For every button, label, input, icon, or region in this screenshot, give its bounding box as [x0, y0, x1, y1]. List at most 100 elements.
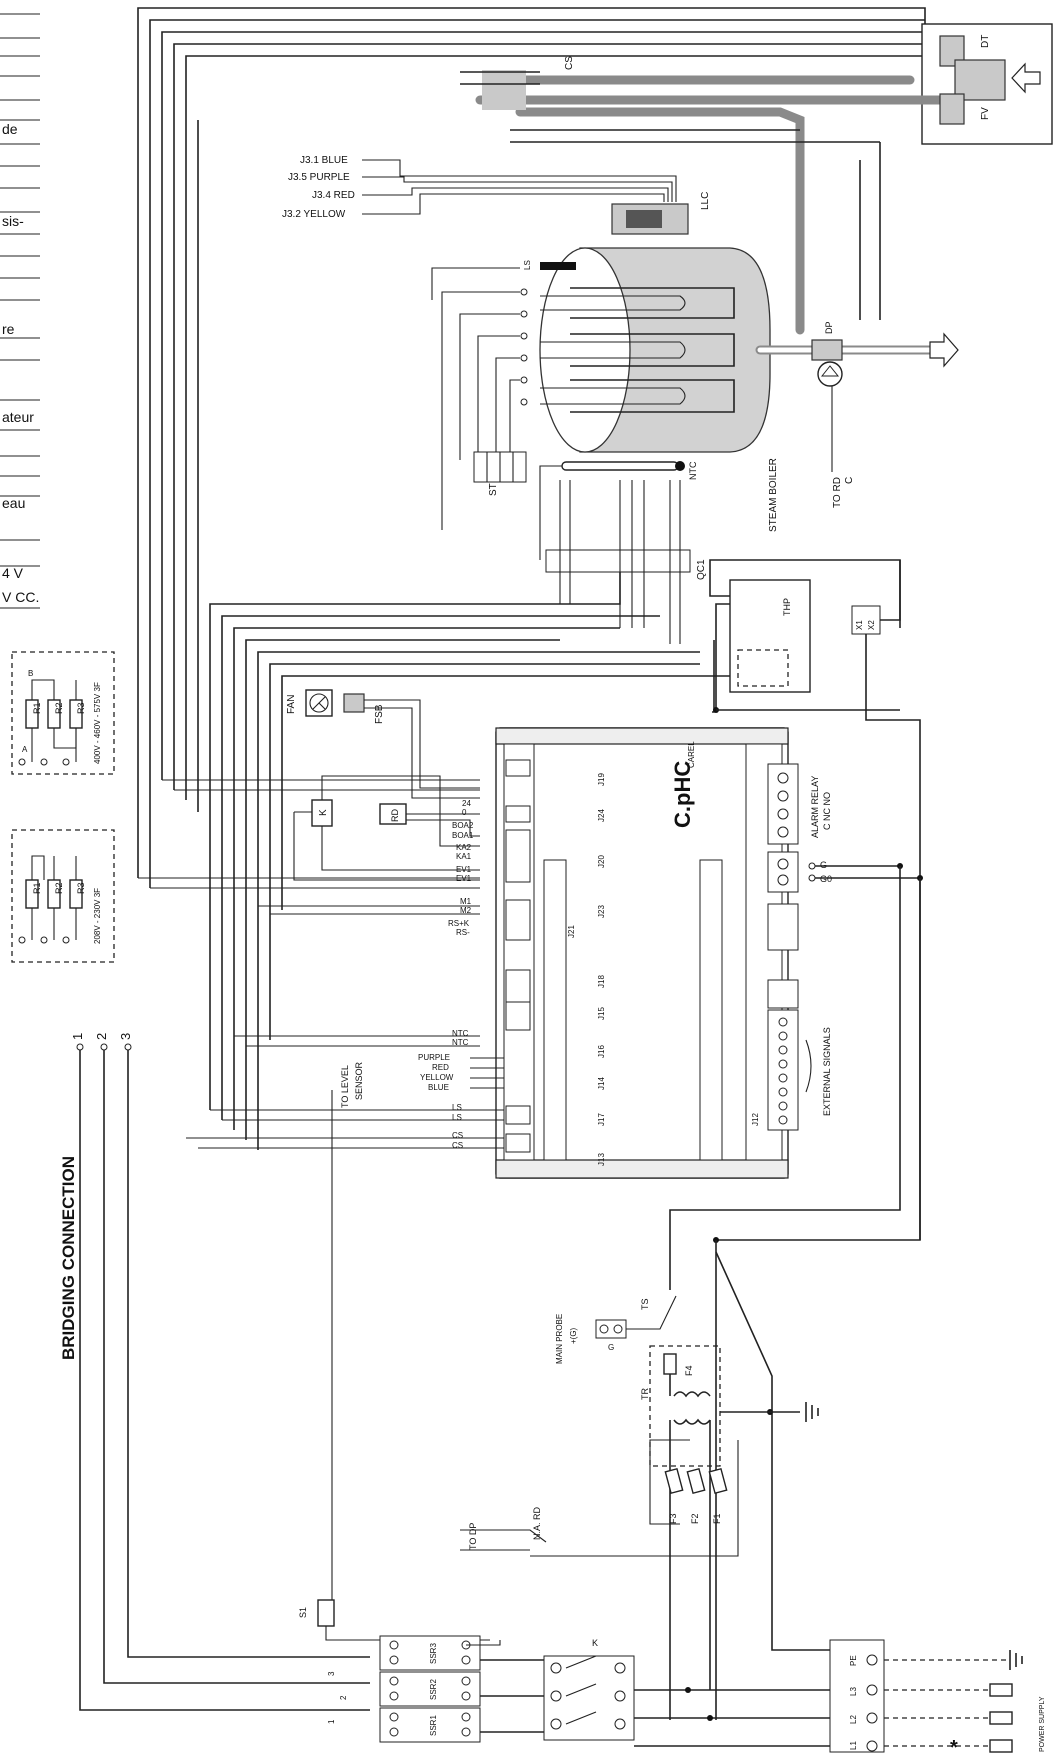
- term-ka2: KA2: [456, 843, 472, 852]
- fuse-f1: F1: [712, 1513, 722, 1524]
- drain-arrow-icon: [929, 332, 959, 368]
- bridge-pin-1: 1: [70, 1033, 85, 1040]
- ps-l3: L3: [849, 1687, 858, 1696]
- fuse-f2: F2: [690, 1513, 700, 1524]
- wire-blue-label: J3.1 BLUE: [300, 155, 348, 166]
- s1-label: S1: [298, 1607, 308, 1618]
- na-rd-label: N.A. RD: [532, 1506, 542, 1540]
- legend-fragment-5: eau: [2, 495, 25, 511]
- term-ls-a: LS: [452, 1103, 462, 1112]
- conn-j20: J20: [597, 855, 606, 868]
- term-boa1: BOA1: [452, 831, 474, 840]
- asterisk-mark: *: [950, 1737, 958, 1757]
- bridge-a-term-a: A: [22, 745, 28, 754]
- fan-block: FAN FSB: [286, 689, 480, 799]
- qc1-connector: QC1: [545, 480, 707, 644]
- resistor-r3-a: R3: [76, 702, 86, 714]
- g0-label: G0: [820, 874, 832, 884]
- term-ka1: KA1: [456, 852, 472, 861]
- term-purple: PURPLE: [418, 1053, 450, 1062]
- resistor-r1-a: R1: [32, 702, 42, 714]
- resistor-r3-b: R3: [76, 882, 86, 894]
- x2-label-b: X2: [867, 620, 876, 630]
- term-m1: M1: [460, 897, 472, 906]
- llc-block: J3.1 BLUE J3.5 PURPLE J3.4 RED J3.2 YELL…: [282, 155, 711, 235]
- term-0: 0: [462, 808, 467, 817]
- fan-label: FAN: [286, 695, 297, 714]
- external-signals-label: EXTERNAL SIGNALS: [822, 1027, 832, 1116]
- cs-label: CS: [564, 56, 575, 70]
- controller-name: C.pHC: [670, 761, 695, 828]
- to-dp-label: TO DP: [468, 1523, 478, 1550]
- valve-assembly: DT FV: [475, 23, 1053, 335]
- term-ev1-a: EV1: [456, 865, 472, 874]
- power-supply-terminals: PE L3 L2 L1 POWER SUPPLY *: [829, 1639, 1046, 1757]
- term-cs-a: CS: [452, 1131, 463, 1140]
- ssr-relays: SSR3 SSR2 SSR1 3 2 1: [327, 1635, 544, 1743]
- conn-j14: J14: [597, 1077, 606, 1090]
- st-terminal-block: ST NTC: [431, 267, 698, 560]
- term-m2: M2: [460, 906, 472, 915]
- legend-fragment-6: 4 V: [2, 565, 24, 581]
- bridging-box-208v: R1 R2 R3 208V - 230V 3F: [11, 829, 115, 963]
- resistor-r2-a: R2: [54, 702, 64, 714]
- wire-yellow-label: J3.2 YELLOW: [282, 209, 346, 220]
- ps-l1: L1: [849, 1741, 858, 1750]
- rd-relay-label: RD: [390, 809, 400, 822]
- fv-label: FV: [980, 107, 991, 120]
- legend-fragment-3: re: [2, 321, 15, 337]
- term-ntc-b: NTC: [452, 1038, 469, 1047]
- ground-icon: [805, 1402, 819, 1422]
- x1-label: X1: [855, 620, 864, 630]
- tr-label: TR: [640, 1388, 650, 1400]
- main-probe-label: MAIN PROBE: [555, 1314, 564, 1364]
- dt-label: DT: [980, 35, 991, 48]
- bridging-pins: 1 2 3: [70, 1033, 370, 1711]
- bridge-pin-3: 3: [118, 1033, 133, 1040]
- external-signal-terminals: [778, 1017, 788, 1125]
- power-section: MAIN PROBE +(G) G TS F4 TR F3 F2 F1 N.A.…: [298, 866, 921, 1720]
- contactor-k: K: [543, 1638, 830, 1747]
- to-level-sensor-2: SENSOR: [354, 1061, 364, 1100]
- qc1-label: QC1: [696, 559, 707, 580]
- drain-pump: DP TO RD C: [755, 321, 959, 508]
- conn-j13: J13: [597, 1153, 606, 1166]
- ps-l2: L2: [849, 1715, 858, 1724]
- term-24: 24: [462, 799, 471, 808]
- ssr-pin-1: 1: [327, 1719, 336, 1724]
- conn-j12: J12: [751, 1113, 760, 1126]
- controller-left-terminals: 24 0 BOA2 BOA1 KA2 KA1 EV1 EV1 M1 M2 RS+…: [138, 779, 504, 1600]
- term-blue: BLUE: [428, 1083, 449, 1092]
- thp-block: THP X1 X2: [709, 559, 921, 1241]
- conn-j19: J19: [597, 773, 606, 786]
- ntc-label: NTC: [688, 461, 698, 480]
- to-rd-c-label: C: [844, 477, 855, 484]
- conn-j18: J18: [597, 975, 606, 988]
- bridge-b-label: 208V - 230V 3F: [93, 888, 102, 944]
- ps-pe: PE: [849, 1655, 858, 1666]
- ssr-pin-3: 3: [327, 1671, 336, 1676]
- controller-cphc: CAREL C.pHC J19 J24 J20 J23 J21 J18 J15 …: [495, 727, 923, 1179]
- steam-boiler: LS STEAM BOILER: [520, 247, 779, 532]
- ssr2-label: SSR2: [429, 1679, 438, 1700]
- fuse-f3: F3: [668, 1513, 678, 1524]
- bridging-title: BRIDGING CONNECTION: [59, 1156, 78, 1360]
- bridge-a-label: 400V - 460V - 575V 3F: [93, 682, 102, 764]
- fsb-label: FSB: [374, 704, 385, 724]
- llc-label: LLC: [700, 192, 711, 210]
- cs-sensor: CS: [460, 56, 881, 320]
- contactor-k-label: K: [592, 1638, 598, 1648]
- bridge-a-term-b: B: [28, 669, 33, 678]
- conn-j23: J23: [597, 905, 606, 918]
- conn-j16: J16: [597, 1045, 606, 1058]
- carel-logo: CAREL: [687, 741, 696, 768]
- power-supply-label: POWER SUPPLY: [1039, 1696, 1046, 1752]
- conn-j24: J24: [597, 809, 606, 822]
- thp-label: THP: [782, 598, 792, 616]
- term-ntc-a: NTC: [452, 1029, 469, 1038]
- wire-purple-label: J3.5 PURPLE: [288, 172, 350, 183]
- term-ls-b: LS: [452, 1113, 462, 1122]
- legend-table-fragment: de sis- re ateur eau 4 V V CC.: [0, 13, 40, 609]
- inlet-arrow-icon: [1011, 62, 1041, 94]
